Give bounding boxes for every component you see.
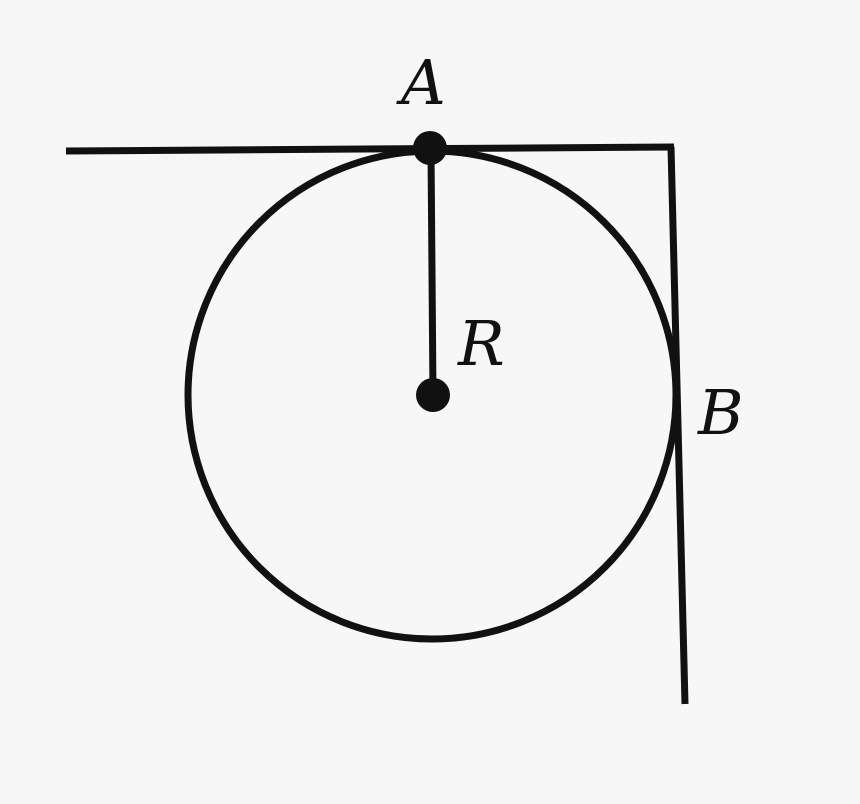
label-radius: R — [457, 307, 505, 380]
radius-line — [427, 149, 437, 396]
horizontal-wall-line — [65, 143, 675, 155]
label-point-a: A — [396, 46, 446, 119]
center-dot — [416, 378, 450, 412]
label-point-b: B — [697, 376, 744, 449]
point-a-dot — [413, 131, 447, 165]
vertical-wall-line — [667, 146, 689, 705]
